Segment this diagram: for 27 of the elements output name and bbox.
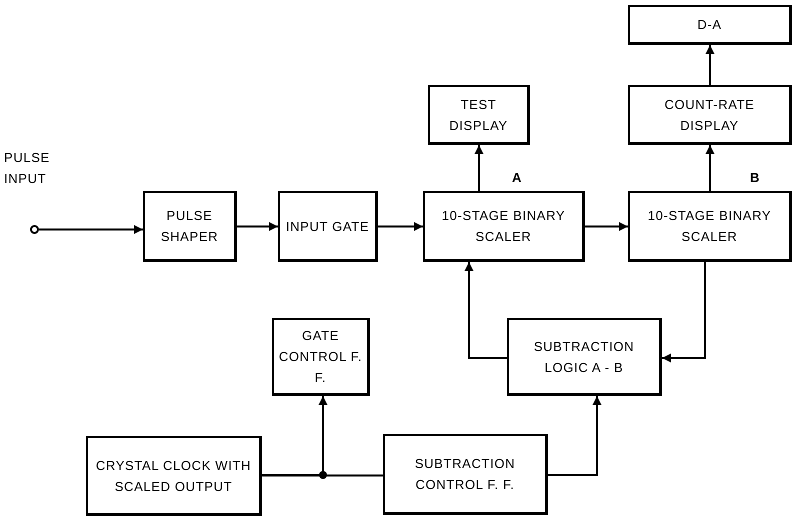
- arrow: [474, 145, 484, 191]
- arrow: [237, 222, 278, 231]
- process-box: 10-STAGE BINARY SCALER: [423, 191, 585, 262]
- arrow: [662, 262, 706, 362]
- process-box: 10-STAGE BINARY SCALER: [628, 191, 792, 262]
- process-box: TEST DISPLAY: [428, 85, 530, 145]
- signal-label: B: [750, 169, 760, 187]
- arrow: [706, 45, 714, 85]
- arrow: [548, 396, 602, 476]
- process-box: COUNT-RATE DISPLAY: [628, 85, 792, 145]
- process-box: GATE CONTROL F. F.: [272, 318, 370, 396]
- input-label: PULSE INPUT: [4, 149, 51, 188]
- arrow: [464, 262, 507, 359]
- connector-line: [262, 474, 383, 476]
- process-box: SUBTRACTION LOGIC A - B: [507, 318, 662, 396]
- input-terminal: [30, 225, 39, 234]
- arrow: [378, 222, 423, 231]
- process-box: PULSE SHAPER: [143, 191, 237, 262]
- signal-label: A: [512, 169, 522, 187]
- arrow: [706, 145, 714, 191]
- process-box: D-A: [628, 5, 792, 45]
- process-box: CRYSTAL CLOCK WITH SCALED OUTPUT: [86, 436, 262, 516]
- arrow: [39, 225, 143, 234]
- arrow: [585, 222, 628, 231]
- process-box: SUBTRACTION CONTROL F. F.: [383, 434, 548, 515]
- process-box: INPUT GATE: [278, 191, 378, 262]
- arrow: [262, 396, 328, 476]
